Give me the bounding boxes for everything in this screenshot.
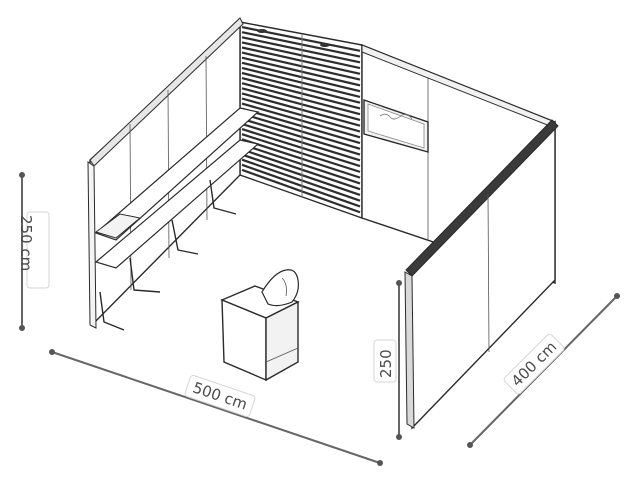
panel-slat <box>241 107 361 145</box>
dimension-height-left: 250 cm <box>17 172 50 331</box>
dimension-width-front: 500 cm <box>49 349 383 466</box>
panel-slat <box>241 138 361 179</box>
wall-screen <box>363 99 429 153</box>
panel-slat <box>241 66 361 98</box>
height-right-label: 250 <box>377 349 395 378</box>
panel-slat <box>241 143 361 185</box>
panel-slat <box>241 148 361 191</box>
panel-slat <box>241 102 361 139</box>
left-wall-shelves <box>94 107 260 331</box>
panel-slat <box>241 117 361 156</box>
panel-slat <box>241 51 361 81</box>
panel-slat <box>241 112 361 150</box>
panel-slat <box>241 61 361 93</box>
panel-slat <box>241 41 361 70</box>
dimension-height-right: 250 <box>373 280 402 440</box>
depth-side-label: 400 cm <box>508 338 561 391</box>
panel-slat <box>241 31 361 58</box>
panel-slat <box>241 82 361 116</box>
panel-slat <box>241 158 361 202</box>
reception-counter <box>220 269 300 382</box>
panel-slat <box>241 77 361 110</box>
right-wall <box>404 119 559 430</box>
height-left-label: 250 cm <box>17 215 35 271</box>
panel-slat <box>241 46 361 75</box>
panel-slat <box>241 122 361 162</box>
panel-slat <box>241 92 361 127</box>
panel-slat <box>241 36 361 64</box>
panel-slat <box>241 163 361 208</box>
panel-slat <box>241 133 361 173</box>
panel-slat <box>241 56 361 87</box>
panel-slat <box>241 87 361 122</box>
panel-slat <box>241 97 361 133</box>
panel-slat <box>241 71 361 104</box>
panel-slat <box>241 128 361 168</box>
slatted-back-panel <box>239 21 363 219</box>
panel-slat <box>241 153 361 196</box>
panel-slat <box>241 168 361 214</box>
